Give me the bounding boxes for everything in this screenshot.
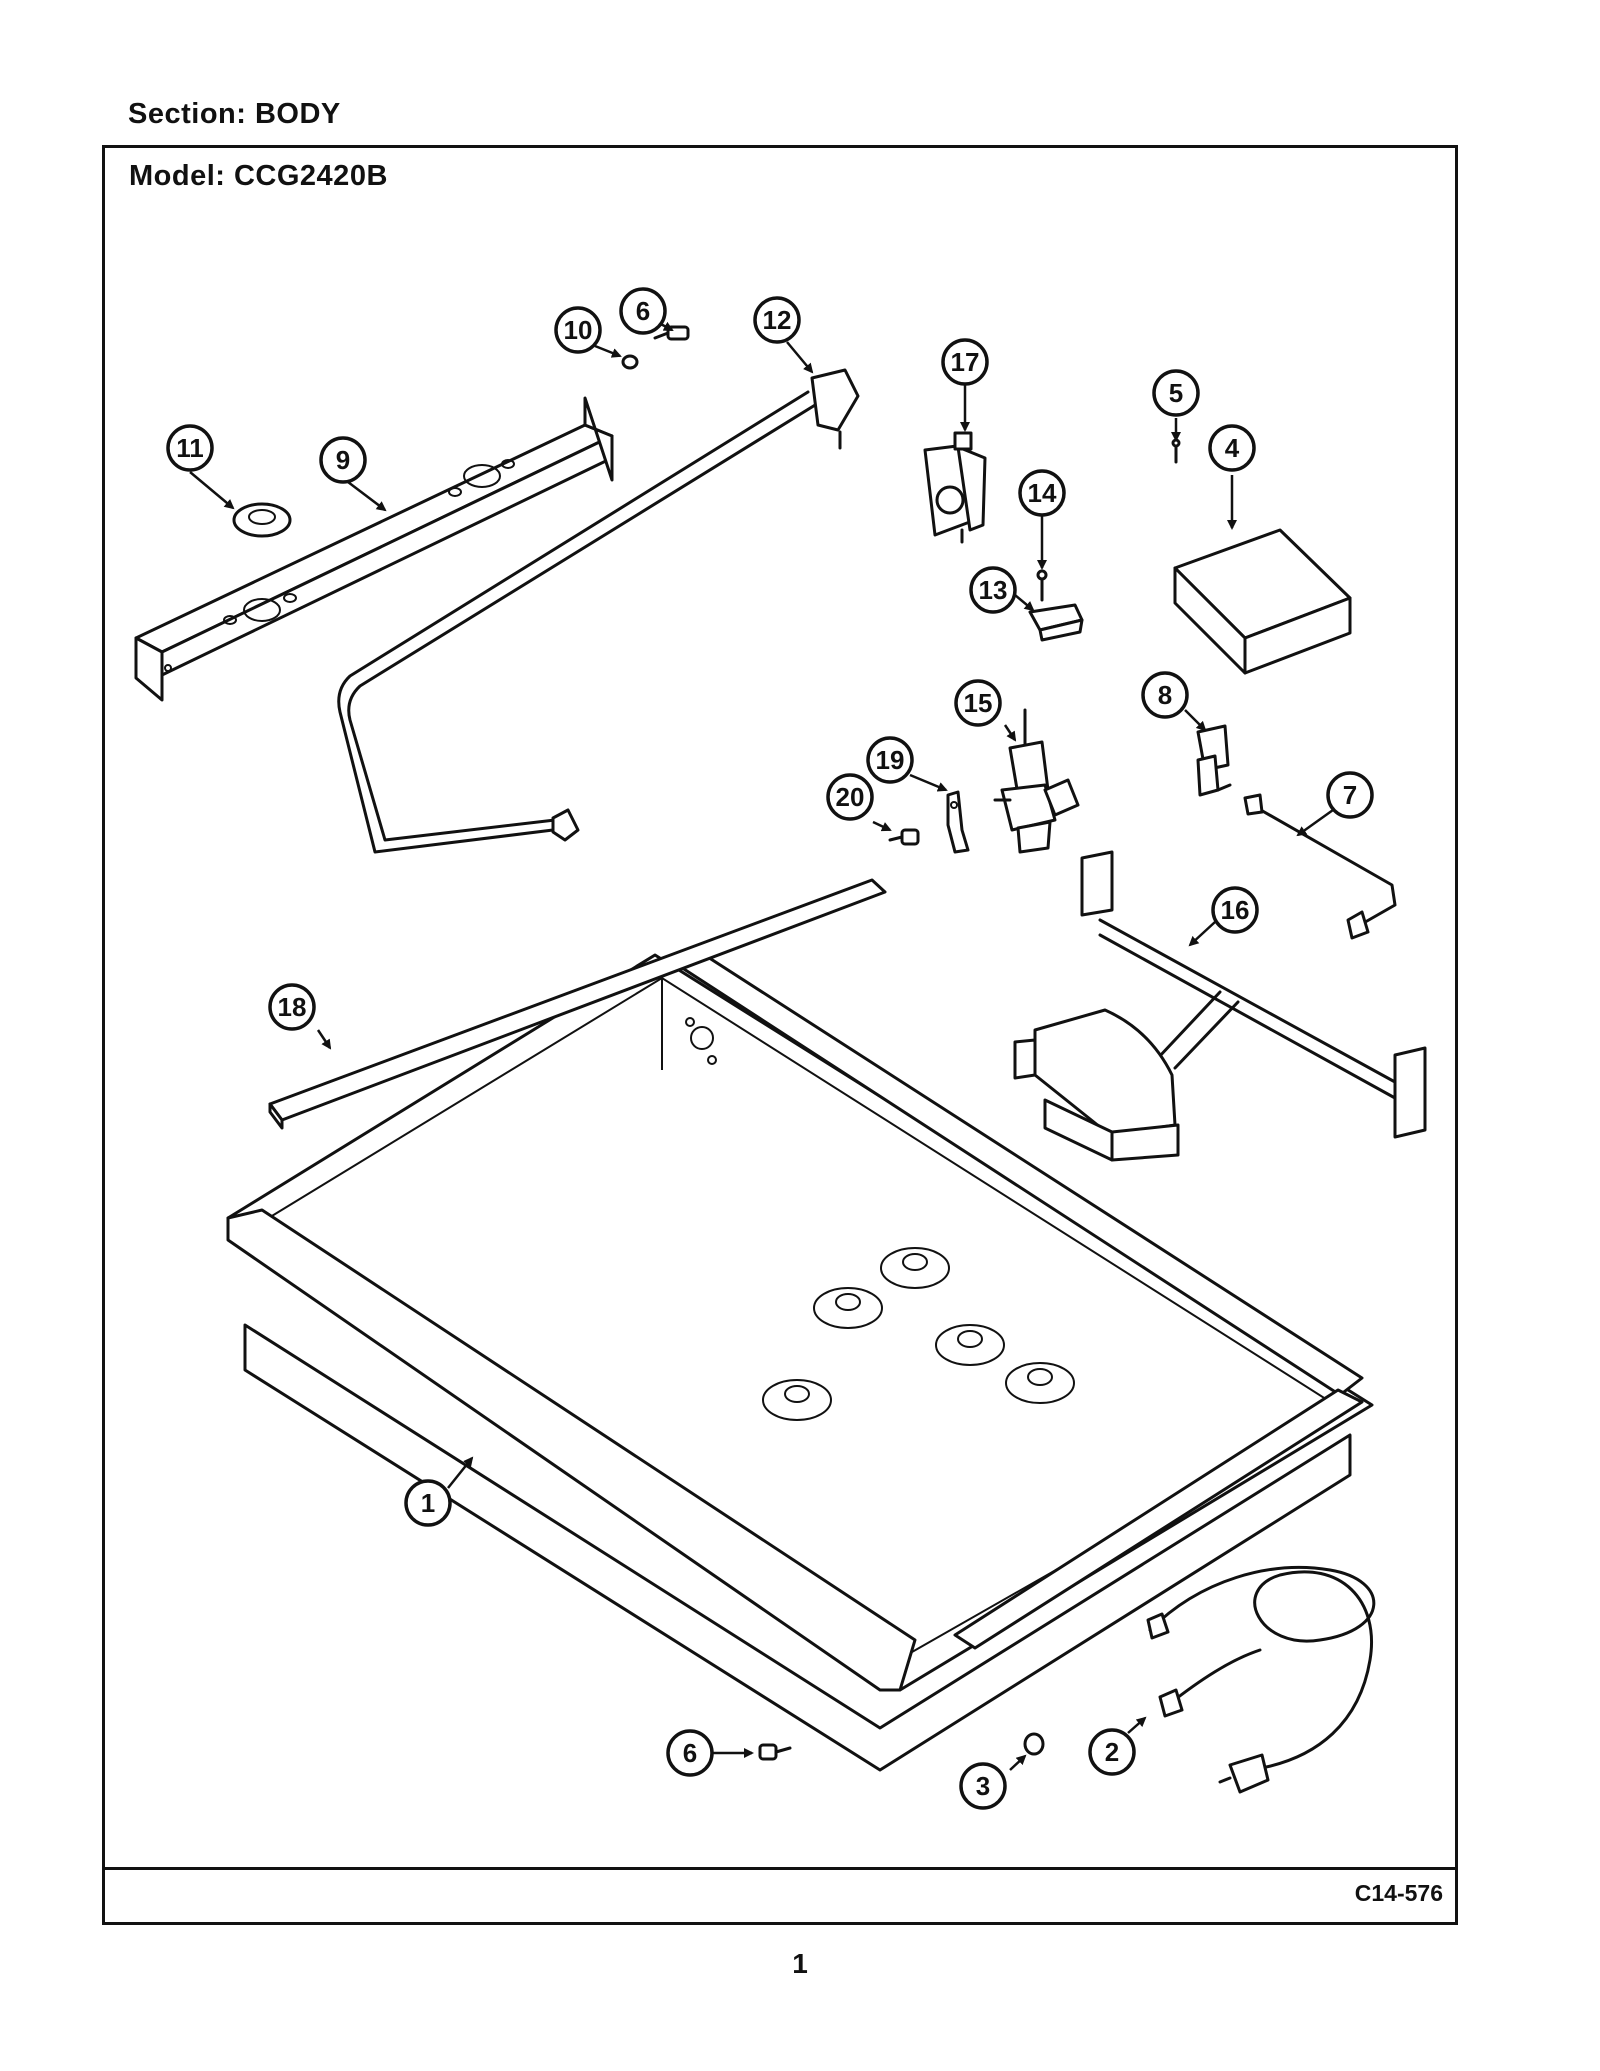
part-screw-top [653, 325, 690, 341]
part-o-ring [1023, 1732, 1045, 1756]
svg-text:9: 9 [336, 445, 350, 475]
section-title: Section: BODY [128, 98, 341, 130]
svg-text:5: 5 [1169, 378, 1183, 408]
drawing-code: C14-576 [1354, 1880, 1443, 1906]
part-body-pan [226, 950, 1374, 1772]
callout-6-top: 6 [619, 287, 667, 335]
callout-11: 11 [166, 424, 214, 472]
part-manifold-pipe [337, 368, 860, 854]
callout-10: 10 [554, 306, 602, 354]
part-valve [923, 431, 987, 544]
part-fitting [1196, 724, 1232, 797]
callout-9: 9 [319, 436, 367, 484]
part-block [1173, 528, 1352, 675]
part-screw-bottom [758, 1743, 792, 1761]
callout-16: 16 [1211, 886, 1259, 934]
callout-20: 20 [826, 773, 874, 821]
svg-text:19: 19 [876, 745, 905, 775]
frame-footer: C14-576 [105, 1867, 1455, 1922]
part-screw-clip [888, 828, 920, 846]
callout-17: 17 [941, 338, 989, 386]
svg-text:11: 11 [176, 433, 204, 463]
callout-19: 19 [866, 736, 914, 784]
callout-4: 4 [1208, 424, 1256, 472]
svg-text:10: 10 [564, 315, 593, 345]
svg-text:17: 17 [951, 347, 980, 377]
callout-13: 13 [969, 566, 1017, 614]
svg-text:6: 6 [683, 1738, 697, 1768]
burner-openings [762, 1247, 1075, 1421]
leader-lines [189, 320, 1334, 1771]
part-grommet [232, 502, 292, 538]
part-power-cord [1146, 1566, 1376, 1794]
svg-text:1: 1 [421, 1488, 435, 1518]
part-tube [1243, 793, 1397, 940]
part-trim-strip [268, 878, 887, 1130]
callout-12: 12 [753, 296, 801, 344]
svg-text:3: 3 [976, 1771, 990, 1801]
callout-15: 15 [954, 679, 1002, 727]
callout-1: 1 [404, 1479, 452, 1527]
diagram-frame: Model: CCG2420B C14-576 [102, 145, 1458, 1925]
svg-text:20: 20 [836, 782, 865, 812]
svg-text:16: 16 [1221, 895, 1250, 925]
svg-text:6: 6 [636, 296, 650, 326]
part-screw-small [1171, 438, 1181, 464]
svg-text:15: 15 [964, 688, 993, 718]
callout-18: 18 [268, 983, 316, 1031]
svg-text:7: 7 [1343, 780, 1357, 810]
part-switch-screw [1036, 569, 1048, 602]
svg-text:4: 4 [1225, 433, 1240, 463]
svg-text:2: 2 [1105, 1737, 1119, 1767]
callout-7: 7 [1326, 771, 1374, 819]
part-gas-valve [993, 708, 1080, 854]
callout-8: 8 [1141, 671, 1189, 719]
page-number: 1 [792, 1948, 808, 1979]
model-title: Model: CCG2420B [129, 160, 388, 192]
part-clip [946, 790, 970, 854]
part-switch [1028, 603, 1084, 642]
callout-2: 2 [1088, 1728, 1136, 1776]
svg-text:12: 12 [763, 305, 792, 335]
part-nut [621, 354, 639, 370]
svg-text:14: 14 [1028, 478, 1057, 508]
svg-text:18: 18 [278, 992, 307, 1022]
part-burner-bracket [134, 396, 614, 702]
svg-text:8: 8 [1158, 680, 1172, 710]
part-burner-support [1013, 850, 1427, 1162]
svg-text:13: 13 [979, 575, 1008, 605]
callout-6-bottom: 6 [666, 1729, 714, 1777]
callout-3: 3 [959, 1762, 1007, 1810]
callout-5: 5 [1152, 369, 1200, 417]
callout-14: 14 [1018, 469, 1066, 517]
